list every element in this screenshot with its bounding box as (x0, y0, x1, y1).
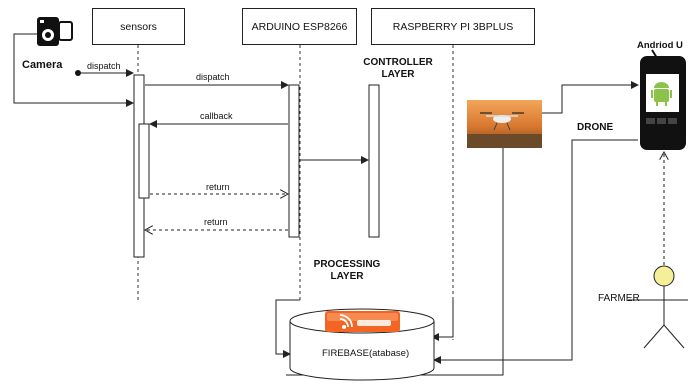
callback-label: callback (200, 111, 233, 121)
farmer-label: FARMER (598, 293, 640, 304)
controller-layer-label: CONTROLLER LAYER (362, 57, 434, 81)
arduino-to-db-arrow (275, 299, 300, 358)
farmer-actor-icon (628, 265, 688, 349)
return-label-1: return (206, 182, 230, 192)
controller-layer-line1: CONTROLLER (363, 57, 433, 68)
camera-dispatch-label: dispatch (87, 61, 121, 71)
drone-photo (467, 100, 542, 148)
firebase-label: FIREBASE(atabase) (322, 348, 410, 359)
return-label-2: return (204, 217, 228, 227)
arduino-header: ARDUINO ESP8266 (242, 8, 357, 45)
camera-icon (37, 17, 73, 46)
camera-label: Camera (22, 59, 63, 71)
controller-layer-line2: LAYER (381, 69, 415, 80)
android-label: Andriod U (637, 40, 683, 51)
camera-loop-arrow (13, 33, 134, 107)
raspberry-header: RASPBERRY PI 3BPLUS (371, 8, 535, 45)
drone-to-phone-arrow (542, 81, 639, 114)
controller-activation (368, 84, 380, 238)
processing-layer-label: PROCESSING LAYER (305, 259, 389, 283)
sensors-inner-activation (138, 123, 150, 199)
phone-to-db-arrow (433, 139, 638, 364)
processing-layer-line2: LAYER (330, 271, 364, 282)
raspberry-to-db-arrow (431, 300, 454, 341)
drone-label: DRONE (577, 122, 614, 133)
arduino-activation (288, 84, 300, 238)
rss-feed-icon (325, 311, 400, 332)
android-phone-icon (640, 49, 686, 150)
dispatch-label: dispatch (196, 72, 230, 82)
processing-layer-line1: PROCESSING (313, 259, 381, 270)
sensors-header: sensors (92, 8, 185, 45)
